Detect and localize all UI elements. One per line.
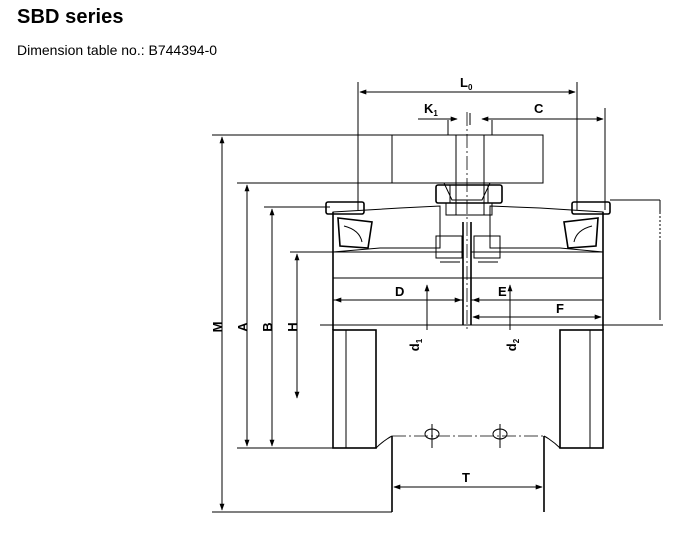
keyway-symbol-right	[492, 424, 508, 448]
keyway-symbol-left	[424, 424, 440, 448]
shaft-outline	[375, 330, 561, 512]
page-title: SBD series	[17, 6, 124, 28]
label-d1: d1	[407, 338, 424, 351]
right-hub	[559, 329, 604, 449]
extension-lines	[212, 82, 663, 513]
seal-right	[563, 217, 599, 249]
label-L0: L0	[460, 75, 473, 92]
right-flange-bolt	[571, 201, 611, 215]
seal-left	[337, 217, 373, 249]
left-hub	[332, 329, 377, 449]
label-T: T	[462, 470, 470, 485]
label-D: D	[395, 284, 404, 299]
left-flange-bolt	[325, 201, 365, 215]
label-B: B	[260, 322, 275, 331]
label-C: C	[534, 101, 544, 116]
center-bolt	[435, 184, 503, 216]
label-d2: d2	[504, 338, 521, 351]
label-M: M	[210, 322, 225, 333]
dimension-table-number: Dimension table no.: B744394-0	[17, 42, 218, 58]
label-K1: K1	[424, 101, 438, 118]
label-A: A	[235, 322, 250, 332]
label-E: E	[498, 284, 507, 299]
sleeve-flange	[391, 120, 544, 215]
lower-bolts	[435, 235, 501, 263]
label-F: F	[556, 301, 564, 316]
label-H: H	[285, 322, 300, 331]
